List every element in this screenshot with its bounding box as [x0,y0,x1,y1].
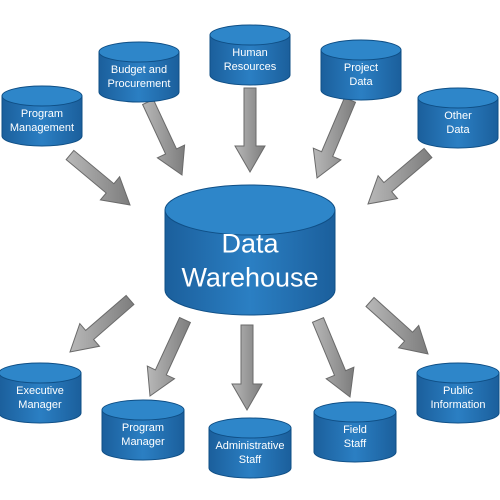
data-warehouse-body [164,209,336,316]
source-other-data-label-line: Other [444,110,472,122]
source-other-data-body [417,97,499,149]
consumer-public-information-label-line: Public [443,385,473,397]
consumer-program-manager-top [101,399,185,421]
data-warehouse-label-line: Data [221,229,279,259]
consumer-field-staff-top [313,401,397,423]
consumer-public-information-label-line: Information [430,399,485,411]
consumer-administrative-staff-label-line: Administrative [215,440,284,452]
source-other-data-top [417,87,499,109]
consumer-field-staff-body [313,411,397,463]
arrow-out-field-staff [311,317,355,398]
consumer-field-staff-label-line: Field [343,424,367,436]
source-other-data-label-line: Data [446,124,470,136]
consumer-executive-manager-top [0,362,82,384]
consumer-program-manager-label-line: Manager [121,436,165,448]
consumer-public-information-top [416,362,500,384]
consumer-executive-manager-body [0,372,82,424]
consumer-administrative-staff-top [208,417,292,439]
arrow-out-administrative-staff [231,324,263,412]
arrow-in-human-resources [234,87,266,174]
source-human-resources-top [209,24,291,46]
source-human-resources-label-line: Human [232,47,267,59]
consumer-executive-manager-label-line: Manager [18,399,62,411]
source-project-data-label-line: Data [349,76,373,88]
data-warehouse-label-line: Warehouse [181,263,318,293]
source-program-management-body [1,95,83,147]
arrow-out-program-manager [146,316,192,397]
source-human-resources-label-line: Resources [224,61,277,73]
consumer-program-manager-body [101,409,185,461]
arrow-out-public-information [365,296,429,355]
source-program-management-label-line: Program [21,108,63,120]
source-budget-procurement-label-line: Budget and [111,64,167,76]
arrow-in-project-data [312,97,357,179]
data-warehouse-top [164,184,336,236]
consumer-administrative-staff-body [208,427,292,479]
arrow-out-executive-manager [69,294,135,353]
consumer-public-information-body [416,372,500,424]
source-human-resources-body [209,34,291,86]
arrow-in-budget-procurement [141,98,186,176]
source-budget-procurement-body [98,51,180,103]
source-project-data-body [320,49,402,101]
source-budget-procurement-label-line: Procurement [108,78,171,90]
source-program-management-top [1,85,83,107]
arrow-in-other-data [367,147,433,205]
source-budget-procurement-top [98,41,180,63]
source-program-management-label-line: Management [10,122,74,134]
consumer-program-manager-label-line: Program [122,422,164,434]
source-project-data-label-line: Project [344,62,378,74]
consumer-administrative-staff-label-line: Staff [239,454,262,466]
consumer-field-staff-label-line: Staff [344,438,367,450]
consumer-executive-manager-label-line: Executive [16,385,64,397]
arrows-layer [65,87,433,412]
source-project-data-top [320,39,402,61]
arrow-in-program-management [65,149,131,206]
